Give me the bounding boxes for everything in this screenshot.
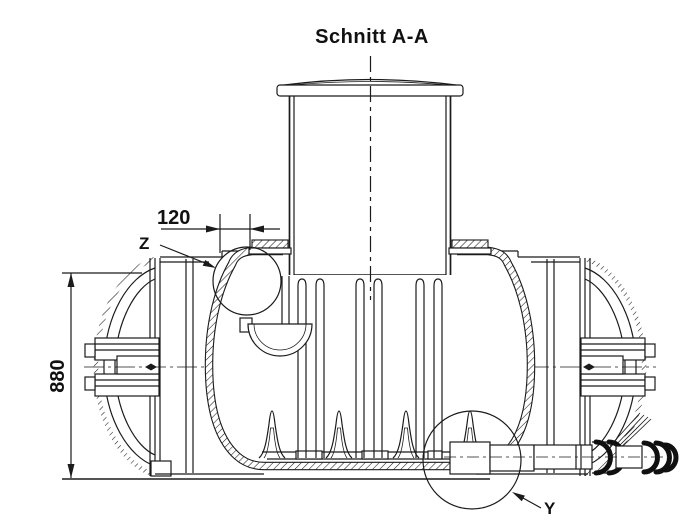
tank-shell-seams [155, 250, 588, 475]
pipe-coupling-ring [641, 440, 660, 475]
dimension-880-label: 880 [47, 359, 69, 392]
inlet-calming-dome [239, 276, 313, 357]
detail-y-label: Y [544, 499, 556, 518]
detail-z-label: Z [139, 234, 149, 253]
tank-interior-ribs [262, 278, 458, 460]
dimension-neck-offset: 120 [157, 207, 280, 253]
pipe-coupling-ring [653, 440, 672, 475]
dimension-tank-height: 880 [47, 272, 142, 478]
bottom-support-cones [258, 410, 484, 459]
left-end-cap [84, 256, 242, 478]
pipe-end-cap [662, 442, 679, 473]
section-title: Schnitt A-A [315, 26, 429, 48]
right-end-cap [498, 256, 656, 478]
tank-body-section [204, 246, 536, 471]
pipe-coupling-ring [593, 439, 613, 476]
neck-seal-collars [248, 239, 492, 255]
detail-circle-z: Z [139, 234, 282, 316]
outlet-pipe [444, 412, 679, 476]
detail-circle-y: Y [422, 410, 556, 518]
dimension-120-label: 120 [157, 207, 190, 229]
